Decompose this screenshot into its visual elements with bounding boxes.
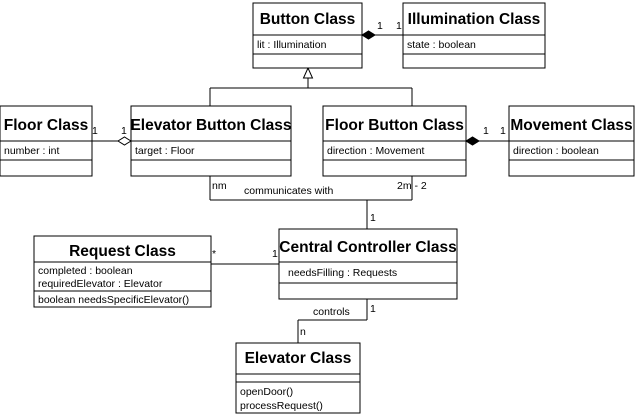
- communicates-mult-controller: 1: [370, 212, 376, 224]
- movement-class[interactable]: Movement Class direction : boolean: [508, 105, 635, 177]
- elevator-button-class[interactable]: Elevator Button Class target : Floor: [130, 105, 292, 177]
- communicates-mult-floor-button: 2m - 2: [397, 180, 427, 192]
- floor-button-class[interactable]: Floor Button Class direction : Movement: [322, 105, 467, 177]
- button-class[interactable]: Button Class lit : Illumination: [252, 2, 363, 69]
- elevator-button-class-title: Elevator Button Class: [130, 117, 291, 134]
- floor-elevator-button-mult-floor: 1: [92, 125, 98, 137]
- illumination-class[interactable]: Illumination Class state : boolean: [402, 2, 546, 69]
- elevator-class[interactable]: Elevator Class openDoor() processRequest…: [235, 342, 361, 414]
- illumination-class-attr: state : boolean: [407, 39, 476, 51]
- floor-button-movement-mult-movement: 1: [500, 125, 506, 137]
- floor-class-attr: number : int: [4, 145, 60, 157]
- button-illumination-mult-button: 1: [377, 20, 383, 32]
- request-controller-mult-request: *: [212, 248, 216, 260]
- composition-diamond-floor-button: [465, 136, 480, 146]
- central-controller-class-title: Central Controller Class: [279, 239, 456, 256]
- illumination-class-title: Illumination Class: [408, 11, 541, 28]
- controls-label: controls: [313, 306, 350, 318]
- floor-class-title: Floor Class: [4, 117, 88, 134]
- request-class[interactable]: Request Class completed : boolean requir…: [33, 235, 212, 308]
- floor-class[interactable]: Floor Class number : int: [0, 105, 93, 177]
- button-class-title: Button Class: [260, 11, 356, 28]
- generalization-triangle: [302, 66, 314, 79]
- communicates-mult-elevator-button: nm: [212, 180, 227, 192]
- movement-class-attr: direction : boolean: [513, 145, 599, 157]
- floor-button-class-title: Floor Button Class: [325, 117, 464, 134]
- request-controller-mult-controller: 1: [272, 248, 278, 260]
- composition-diamond-button: [361, 30, 376, 40]
- elevator-button-class-attr: target : Floor: [135, 145, 195, 157]
- request-class-op-needs-specific-elevator: boolean needsSpecificElevator(): [38, 294, 189, 306]
- controls-mult-controller: 1: [370, 303, 376, 315]
- floor-button-movement-mult-fb: 1: [483, 125, 489, 137]
- communicates-label: communicates with: [244, 185, 333, 197]
- button-illumination-mult-illumination: 1: [396, 20, 402, 32]
- aggregation-diamond-elevator-button: [117, 136, 132, 146]
- elevator-class-op-process-request: processRequest(): [240, 400, 323, 412]
- floor-elevator-button-mult-eb: 1: [121, 125, 127, 137]
- movement-class-title: Movement Class: [510, 117, 632, 134]
- elevator-class-op-open-door: openDoor(): [240, 386, 293, 398]
- central-controller-class-attr: needsFilling : Requests: [288, 267, 397, 279]
- central-controller-class[interactable]: Central Controller Class needsFilling : …: [278, 228, 458, 300]
- button-class-attr: lit : Illumination: [257, 39, 327, 51]
- controls-mult-elevator: n: [300, 326, 306, 338]
- request-class-attr-completed: completed : boolean: [38, 265, 133, 277]
- request-class-title: Request Class: [69, 243, 176, 260]
- floor-button-class-attr: direction : Movement: [327, 145, 425, 157]
- request-class-attr-required-elevator: requiredElevator : Elevator: [38, 278, 163, 290]
- elevator-class-title: Elevator Class: [245, 350, 352, 367]
